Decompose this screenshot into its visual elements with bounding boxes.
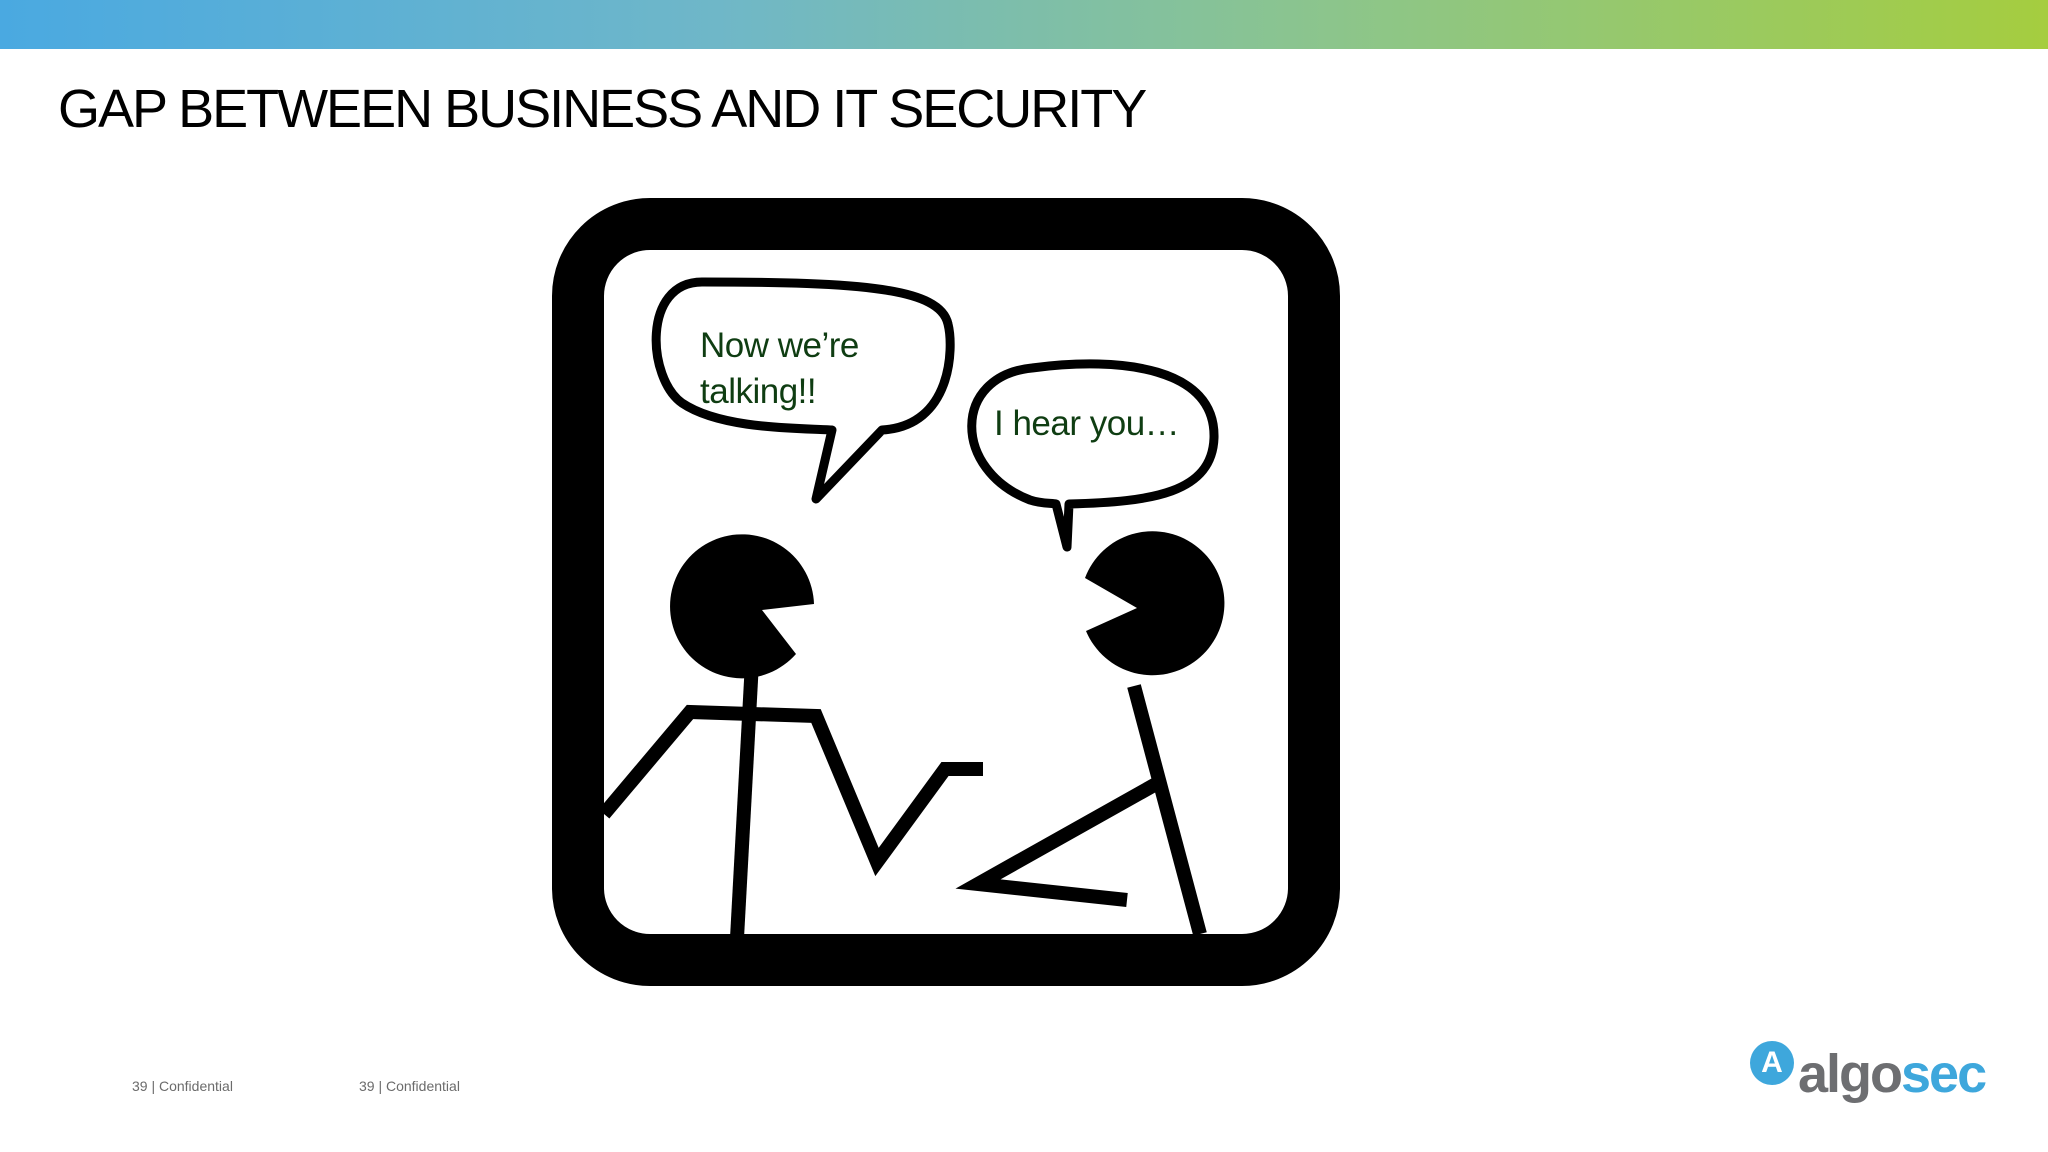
left-figure-head (670, 534, 814, 679)
algosec-logo: A algosec (1750, 1040, 1990, 1120)
left-bubble-line-1: Now we’re (700, 326, 859, 365)
right-speech-bubble (967, 359, 1219, 552)
right-figure-head (1085, 531, 1225, 676)
left-figure-body (598, 661, 983, 939)
logo-word-algo: algo (1798, 1044, 1903, 1104)
right-figure-body (955, 684, 1207, 936)
right-bubble-text: I hear you… (994, 404, 1180, 443)
slide-title: GAP BETWEEN BUSINESS AND IT SECURITY (58, 79, 1147, 139)
algosec-logo-mark-icon: A (1750, 1041, 1794, 1085)
left-bubble-line-2: talking!! (700, 372, 817, 411)
top-accent-bar (0, 0, 2048, 49)
left-speech-bubble (651, 277, 955, 504)
algosec-logo-wordmark: algosec (1798, 1044, 1987, 1104)
footer-page-label-left: 39 | Confidential (132, 1078, 233, 1094)
left-bubble-text: Now we’re talking!! (700, 323, 920, 415)
footer-page-label-right: 39 | Confidential (359, 1078, 460, 1094)
stick-figure-comic-illustration (552, 198, 1340, 986)
logo-word-sec: sec (1901, 1044, 1987, 1104)
